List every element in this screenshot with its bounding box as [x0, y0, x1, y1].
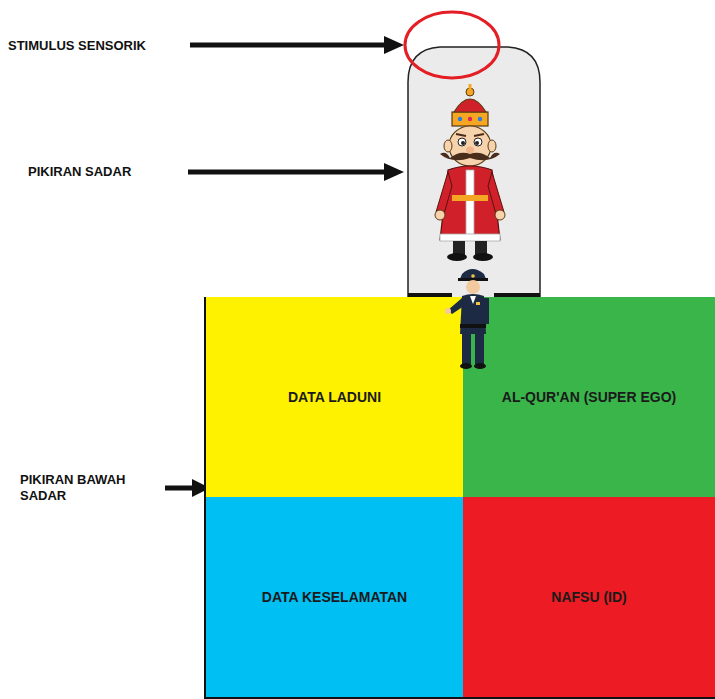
quadrant-title: DATA LADUNI — [288, 389, 381, 405]
quadrant-box: AL-QUR'AN (SUPER EGO) — [463, 297, 715, 497]
quadrant-title: DATA KESELAMATAN — [262, 589, 407, 605]
quadrant-title: NAFSU (ID) — [551, 589, 626, 605]
quadrant-box: NAFSU (ID) — [463, 497, 715, 699]
quadrant-box: DATA KESELAMATAN — [204, 497, 463, 699]
leader-arrow — [190, 36, 404, 54]
region-label: STIMULUS SENSORIK — [8, 38, 184, 54]
conscious-tube — [408, 47, 540, 297]
king-figure — [435, 84, 505, 261]
stimulus-ellipse — [405, 12, 499, 78]
quadrant-box: DATA LADUNI — [204, 297, 463, 497]
police-figure — [445, 269, 489, 369]
leader-arrow — [188, 163, 404, 181]
region-label: PIKIRAN SADAR — [28, 164, 184, 180]
region-label: PIKIRAN BAWAH SADAR — [20, 472, 158, 503]
quadrant-title: AL-QUR'AN (SUPER EGO) — [502, 389, 676, 405]
